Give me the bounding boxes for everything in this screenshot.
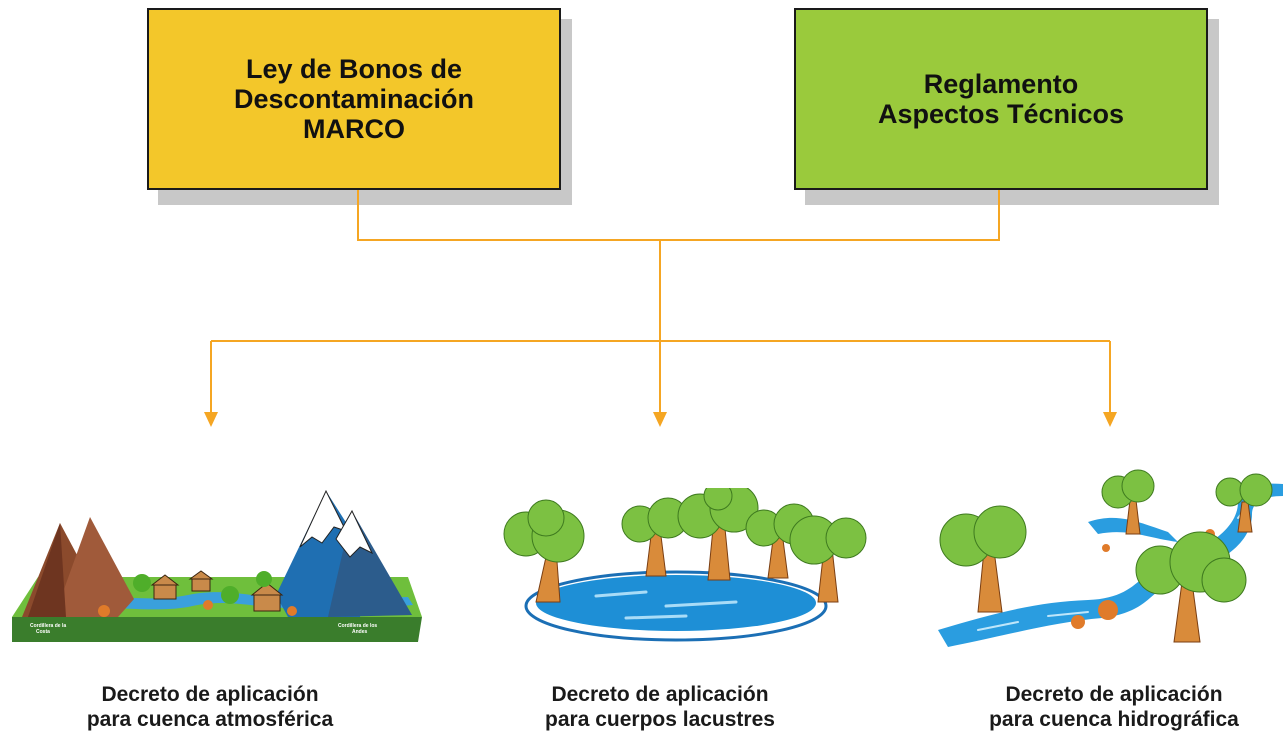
regulation-box-label: Reglamento Aspectos Técnicos: [877, 69, 1125, 129]
law-box: Ley de Bonos de Descontaminación MARCO: [147, 8, 561, 190]
arrow-head: [204, 412, 218, 427]
coastal-range-label: Cordillera de la: [30, 623, 66, 629]
svg-text:Andes: Andes: [352, 629, 368, 635]
atmospheric-basin-illustration: Cordillera de la Costa Cordillera de los…: [12, 489, 422, 642]
caption-atmospheric: Decreto de aplicación para cuenca atmosf…: [86, 683, 334, 731]
lake-illustration: [503, 488, 867, 642]
regulation-box: Reglamento Aspectos Técnicos: [794, 8, 1208, 190]
river-basin-illustration: [938, 469, 1283, 647]
law-box-label: Ley de Bonos de Descontaminación MARCO: [233, 54, 475, 144]
caption-lakes: Decreto de aplicación para cuerpos lacus…: [545, 683, 775, 731]
caption-river-basin: Decreto de aplicación para cuenca hidrog…: [989, 683, 1239, 731]
arrow-head: [1103, 412, 1117, 427]
andes-label: Cordillera de los: [338, 623, 377, 629]
arrow-head: [653, 412, 667, 427]
svg-text:Costa: Costa: [36, 629, 50, 635]
